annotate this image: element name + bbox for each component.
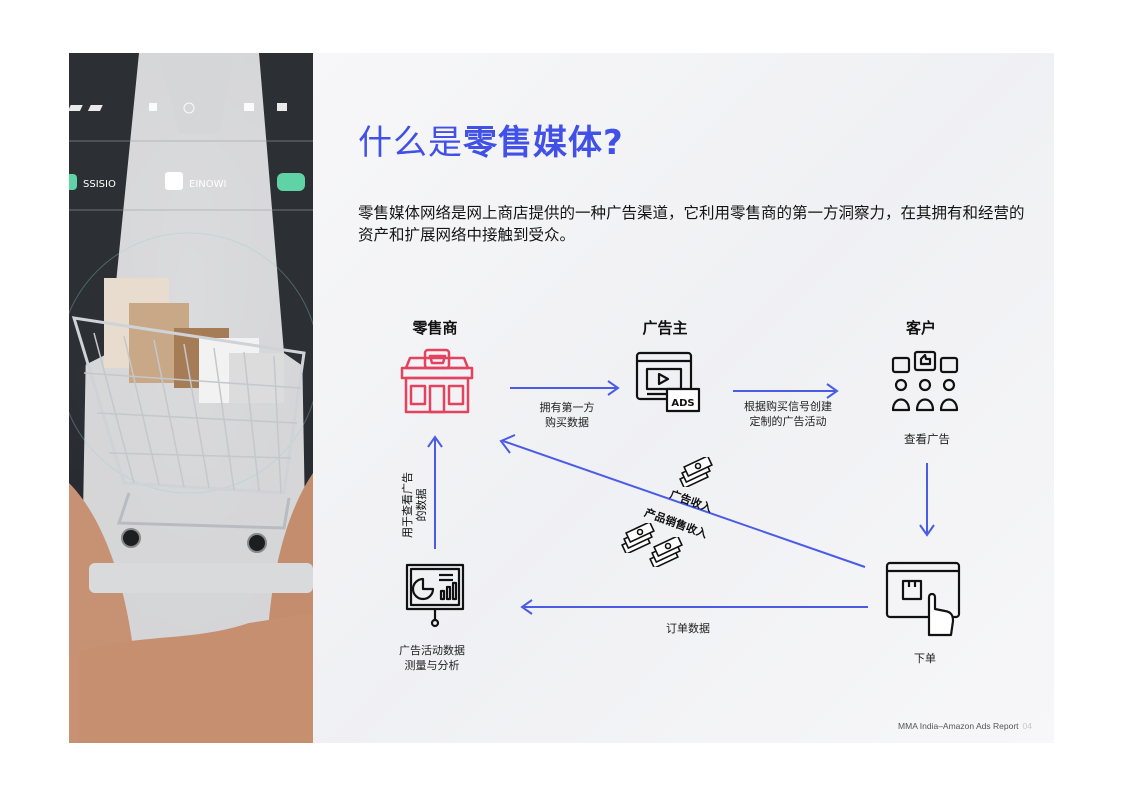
shopping-cart-illustration: SSISIO EINOWI	[69, 53, 313, 743]
title-prefix: 什么是	[358, 123, 463, 163]
money-stack-icon-3	[649, 537, 683, 567]
view-ads-data-line-1: 用于查看广告	[401, 472, 414, 538]
shopping-cart-photo: SSISIO EINOWI	[69, 53, 313, 743]
measurement-line-1: 广告活动数据	[399, 644, 465, 657]
hud-label-a: SSISIO	[83, 179, 116, 190]
customer-reviews-icon	[891, 350, 959, 412]
create-campaign-line-2: 定制的广告活动	[749, 415, 827, 428]
order-data-label: 订单数据	[666, 622, 710, 635]
analytics-board-icon	[405, 563, 465, 628]
money-stack-icon	[679, 457, 713, 487]
advertiser-title: 广告主	[642, 319, 688, 337]
ads-badge-label: ADS	[671, 398, 694, 409]
first-party-line-2: 购买数据	[545, 416, 589, 429]
view-ads-data-line-2: 的数据	[415, 488, 428, 522]
page-number: 04	[1022, 721, 1032, 731]
store-icon	[400, 348, 474, 414]
arrow-order-to-analytics	[520, 599, 868, 615]
footer-text: MMA India–Amazon Ads Report	[898, 721, 1019, 731]
intro-paragraph: 零售媒体网络是网上商店提供的一种广告渠道，它利用零售商的第一方洞察力，在其拥有和…	[358, 204, 1025, 244]
first-party-label: 拥有第一方 购买数据	[512, 400, 622, 430]
money-stack-icon-2	[621, 523, 655, 553]
retailer-title: 零售商	[412, 319, 458, 337]
customer-title: 客户	[905, 319, 936, 337]
arrow-analytics-to-retailer	[427, 435, 443, 549]
measurement-label: 广告活动数据 测量与分析	[367, 643, 497, 673]
arrow-customer-to-order	[919, 463, 935, 537]
create-campaign-label: 根据购买信号创建 定制的广告活动	[723, 399, 853, 429]
create-campaign-line-1: 根据购买信号创建	[744, 400, 832, 413]
view-ads-data-label: 用于查看广告 的数据	[401, 465, 429, 545]
first-party-line-1: 拥有第一方	[539, 401, 595, 414]
view-ads-label: 查看广告	[904, 432, 950, 446]
ads-screen-icon: ADS	[635, 351, 701, 413]
arrow-advertiser-to-customer	[733, 383, 839, 399]
slide: SSISIO EINOWI	[69, 53, 1054, 743]
page-title: 什么是零售媒体?	[358, 115, 624, 164]
hud-label-b: EINOWI	[189, 179, 226, 190]
arrow-revenue-to-retailer	[499, 434, 866, 568]
content-panel: 什么是零售媒体? 零售媒体网络是网上商店提供的一种广告渠道，它利用零售商的第一方…	[313, 53, 1054, 743]
title-accent: 零售媒体?	[463, 123, 624, 163]
touch-order-icon	[885, 561, 961, 637]
arrow-retailer-to-advertiser	[510, 380, 620, 396]
place-order-label: 下单	[914, 652, 936, 665]
measurement-line-2: 测量与分析	[404, 659, 460, 672]
